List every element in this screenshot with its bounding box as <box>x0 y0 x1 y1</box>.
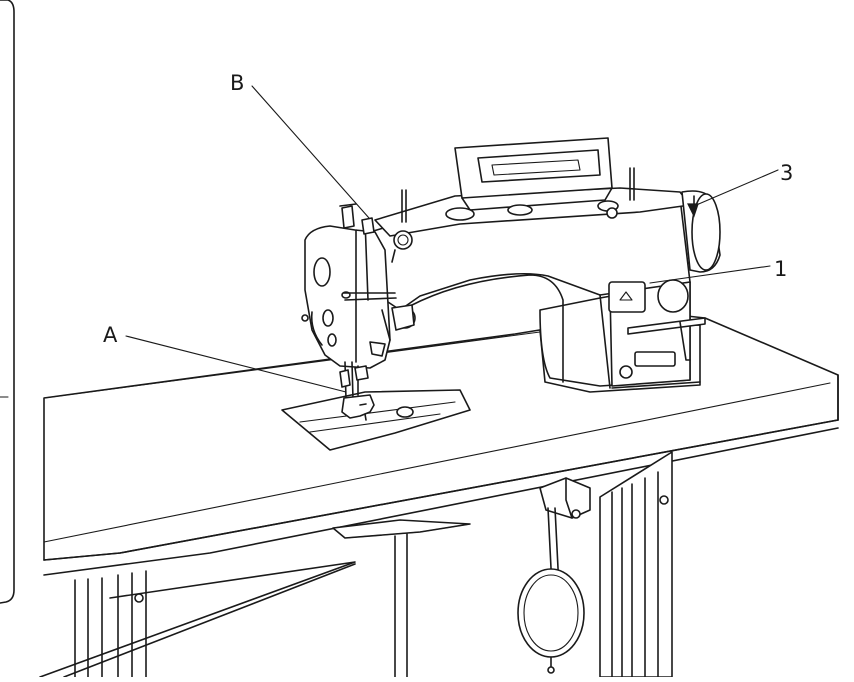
face-plate <box>301 203 397 369</box>
treadle-assembly <box>517 477 591 674</box>
leader-b <box>251 85 370 219</box>
leader-a <box>125 335 347 393</box>
leader-3 <box>693 169 779 207</box>
leader-1 <box>649 265 771 284</box>
control-panel <box>454 137 613 211</box>
tension-knob <box>393 230 413 250</box>
sewing-machine-body <box>301 137 721 421</box>
table-front-edge <box>43 419 839 561</box>
table-drawer <box>332 519 471 539</box>
touch-back-switch <box>608 281 646 313</box>
callout-leaders <box>125 85 779 393</box>
knee-lifter-bar <box>39 561 356 678</box>
table-edge-bottom <box>43 427 839 576</box>
callout-label-3: 3 <box>780 161 793 185</box>
stitch-dial <box>657 279 689 313</box>
callout-label-a: A <box>103 323 118 347</box>
presser-foot <box>339 361 375 421</box>
needle-plate <box>281 389 471 451</box>
page-frame-edge <box>0 0 15 604</box>
callout-label-b: B <box>230 71 244 95</box>
thread-guides <box>401 167 635 223</box>
callout-label-1: 1 <box>774 257 787 281</box>
handwheel <box>681 190 721 273</box>
sewing-table <box>39 311 839 678</box>
